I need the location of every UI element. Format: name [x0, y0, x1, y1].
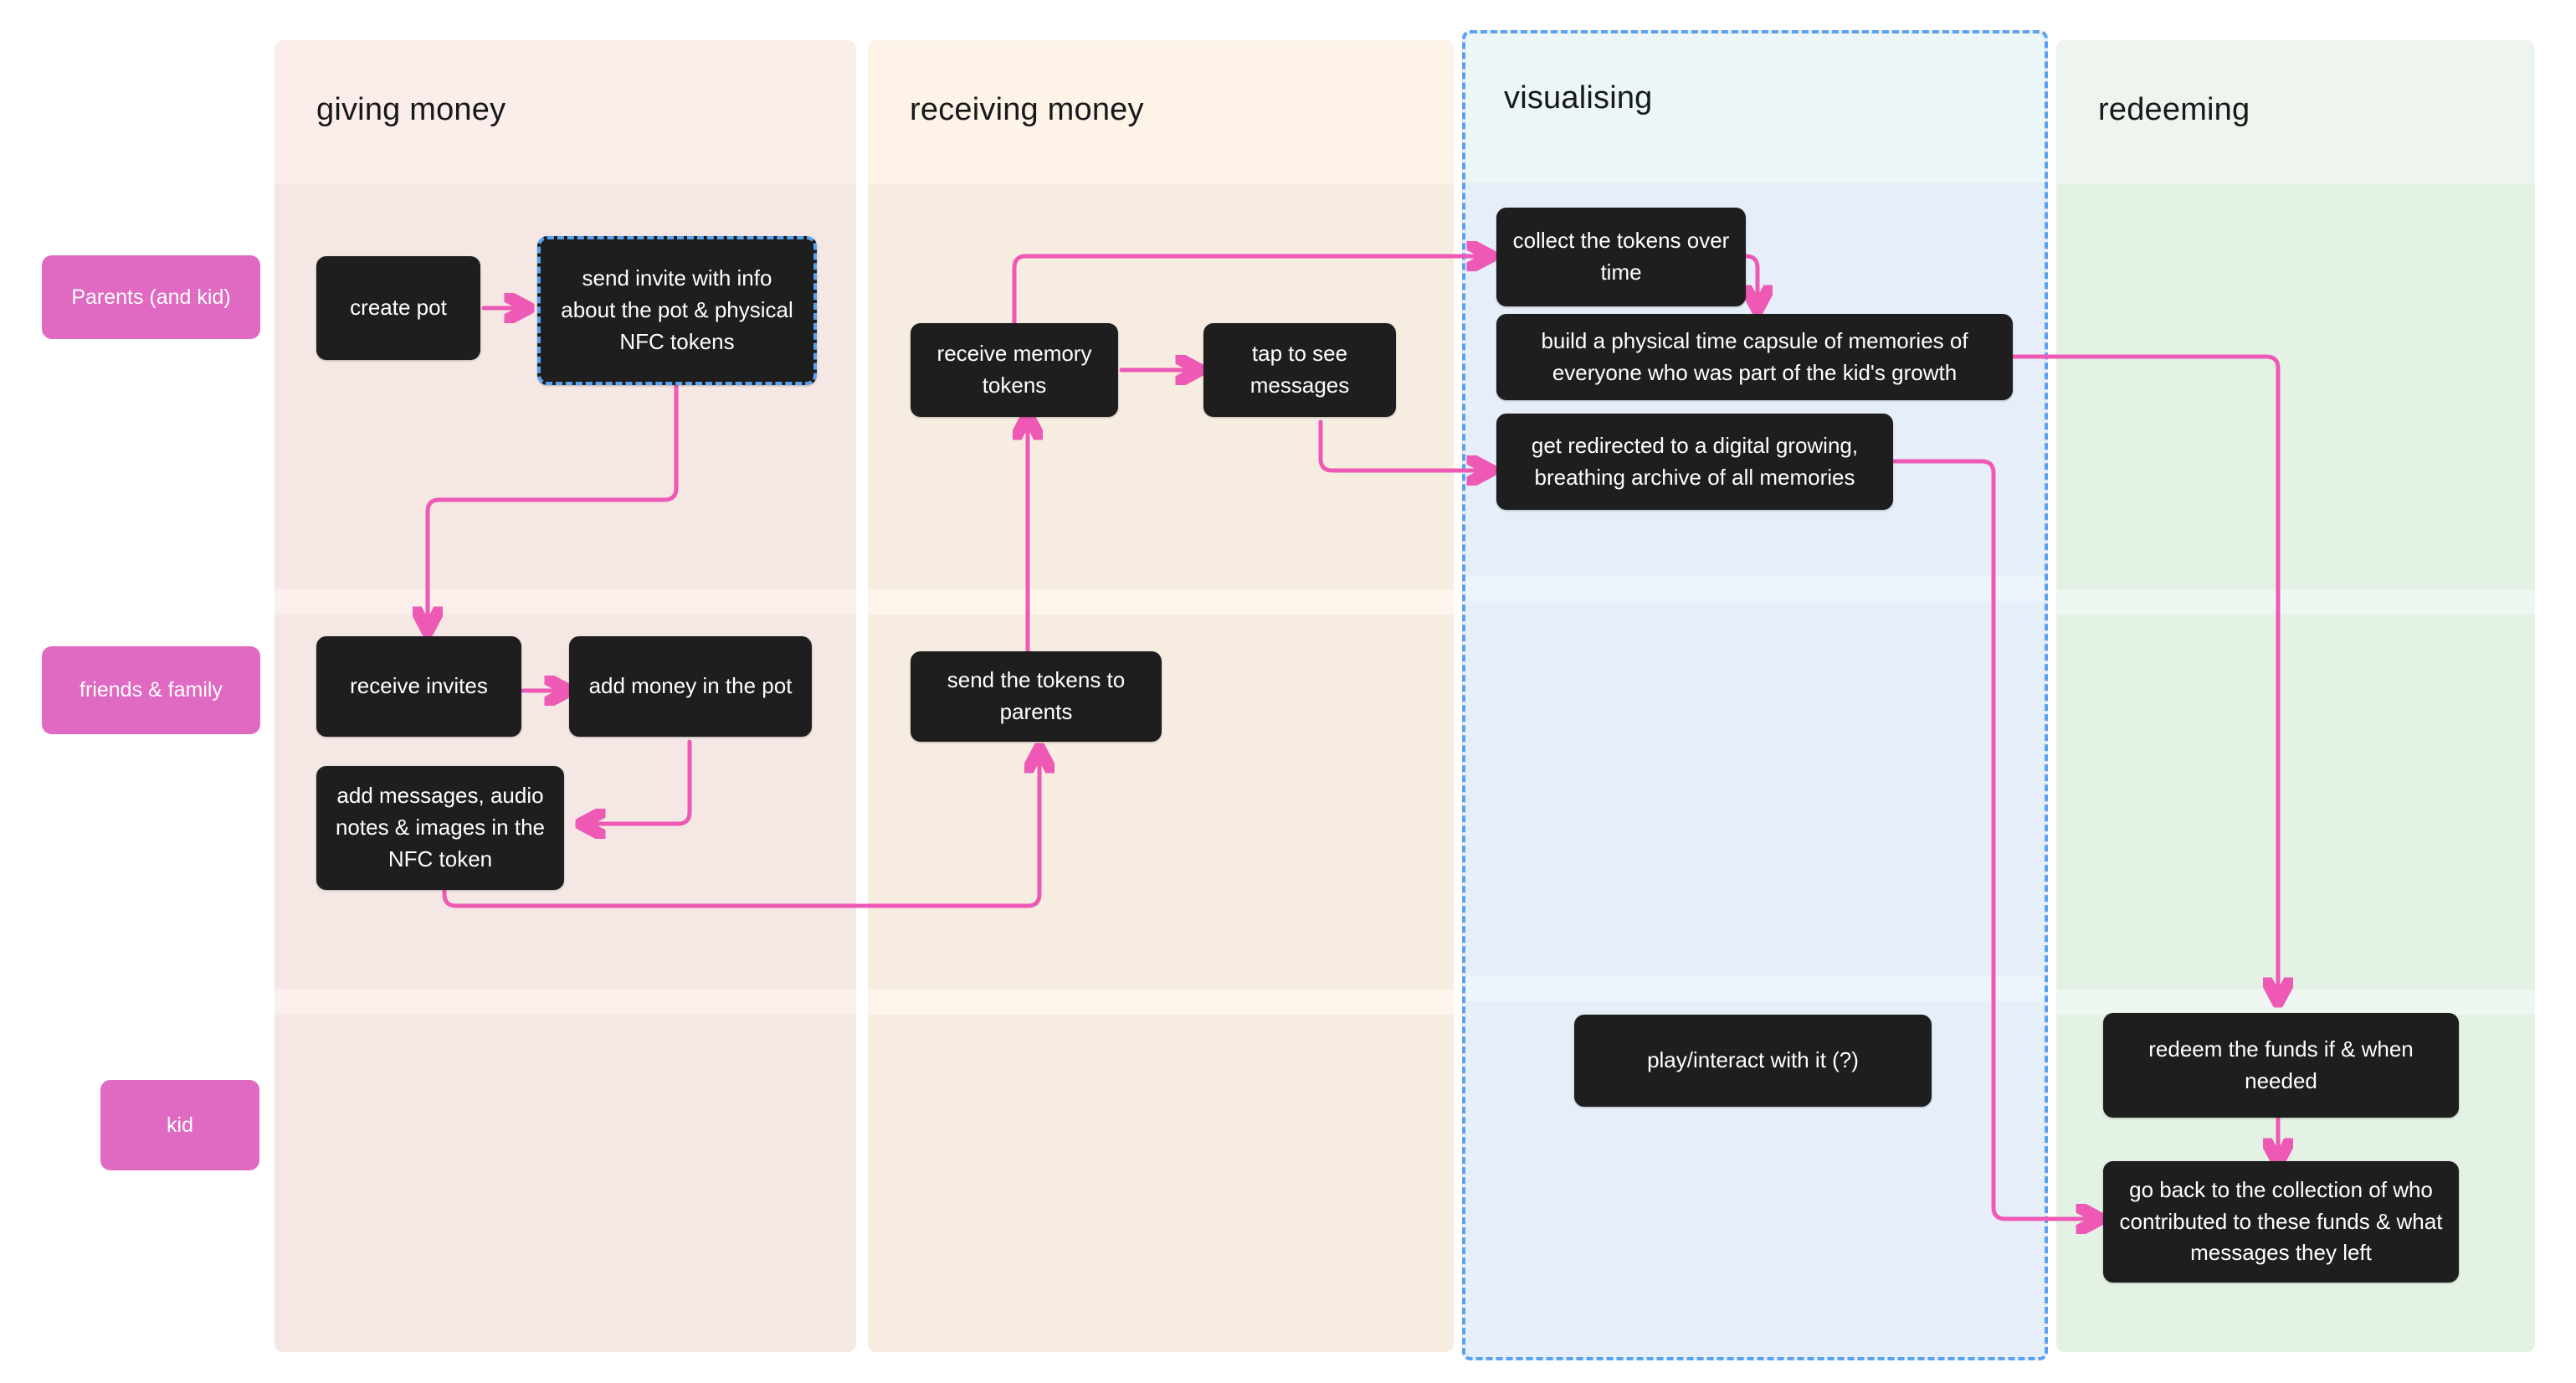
row-label-friends[interactable]: friends & family: [42, 646, 260, 734]
node-redeem-funds[interactable]: redeem the funds if & when needed: [2103, 1013, 2459, 1118]
column-row-gap-giving-2: [275, 990, 856, 1015]
column-row-gap-visualising-1: [1465, 576, 2045, 601]
node-redeem-funds-label: redeem the funds if & when needed: [2148, 1036, 2414, 1093]
column-title-receiving: receiving money: [910, 92, 1144, 127]
node-time-capsule-label: build a physical time capsule of memorie…: [1541, 327, 1968, 385]
node-collect-tokens[interactable]: collect the tokens over time: [1496, 208, 1746, 306]
row-label-kid-text: kid: [167, 1113, 193, 1137]
node-add-money-label: add money in the pot: [588, 673, 793, 699]
column-row-gap-redeeming-2: [2056, 990, 2535, 1015]
node-tap-to-see-label: tap to see messages: [1250, 341, 1350, 398]
node-receive-memory[interactable]: receive memory tokens: [911, 323, 1118, 417]
node-add-money[interactable]: add money in the pot: [569, 636, 812, 737]
row-label-friends-text: friends & family: [80, 678, 223, 702]
node-go-back-label: go back to the collection of who contrib…: [2119, 1176, 2443, 1266]
column-header-redeeming: [2056, 40, 2535, 184]
node-add-messages-label: add messages, audio notes & images in th…: [335, 783, 546, 871]
column-row-gap-redeeming-1: [2056, 589, 2535, 614]
column-header-giving: [275, 40, 856, 184]
node-collect-tokens-label: collect the tokens over time: [1512, 228, 1730, 285]
node-go-back[interactable]: go back to the collection of who contrib…: [2103, 1161, 2459, 1283]
node-receive-invites-label: receive invites: [350, 673, 488, 699]
row-label-kid[interactable]: kid: [100, 1080, 259, 1170]
node-create-pot-label: create pot: [350, 295, 447, 321]
node-receive-memory-label: receive memory tokens: [936, 341, 1092, 398]
node-send-invite-label: send invite with info about the pot & ph…: [561, 265, 793, 354]
row-label-parents[interactable]: Parents (and kid): [42, 255, 260, 339]
row-label-parents-text: Parents (and kid): [71, 285, 231, 309]
node-time-capsule[interactable]: build a physical time capsule of memorie…: [1496, 314, 2013, 400]
column-row-gap-receiving-2: [868, 990, 1454, 1015]
column-row-gap-receiving-1: [868, 589, 1454, 614]
node-play-interact[interactable]: play/interact with it (?): [1574, 1015, 1932, 1107]
node-get-redirected-label: get redirected to a digital growing, bre…: [1531, 432, 1859, 490]
node-tap-to-see[interactable]: tap to see messages: [1203, 323, 1396, 417]
swimlane-column-redeeming[interactable]: redeeming: [2056, 40, 2535, 1352]
column-title-visualising: visualising: [1504, 80, 1653, 116]
node-receive-invites[interactable]: receive invites: [316, 636, 521, 737]
node-play-interact-label: play/interact with it (?): [1647, 1047, 1859, 1073]
node-get-redirected[interactable]: get redirected to a digital growing, bre…: [1496, 414, 1893, 510]
node-send-invite[interactable]: send invite with info about the pot & ph…: [537, 236, 817, 385]
column-title-giving: giving money: [316, 92, 506, 127]
node-send-tokens[interactable]: send the tokens to parents: [911, 651, 1162, 742]
column-title-redeeming: redeeming: [2098, 92, 2250, 127]
column-header-visualising: [1465, 33, 2045, 183]
column-header-receiving: [868, 40, 1454, 184]
column-row-gap-giving-1: [275, 589, 856, 614]
column-row-gap-visualising-2: [1465, 976, 2045, 1001]
node-send-tokens-label: send the tokens to parents: [947, 667, 1126, 724]
node-create-pot[interactable]: create pot: [316, 256, 480, 360]
node-add-messages[interactable]: add messages, audio notes & images in th…: [316, 766, 564, 890]
